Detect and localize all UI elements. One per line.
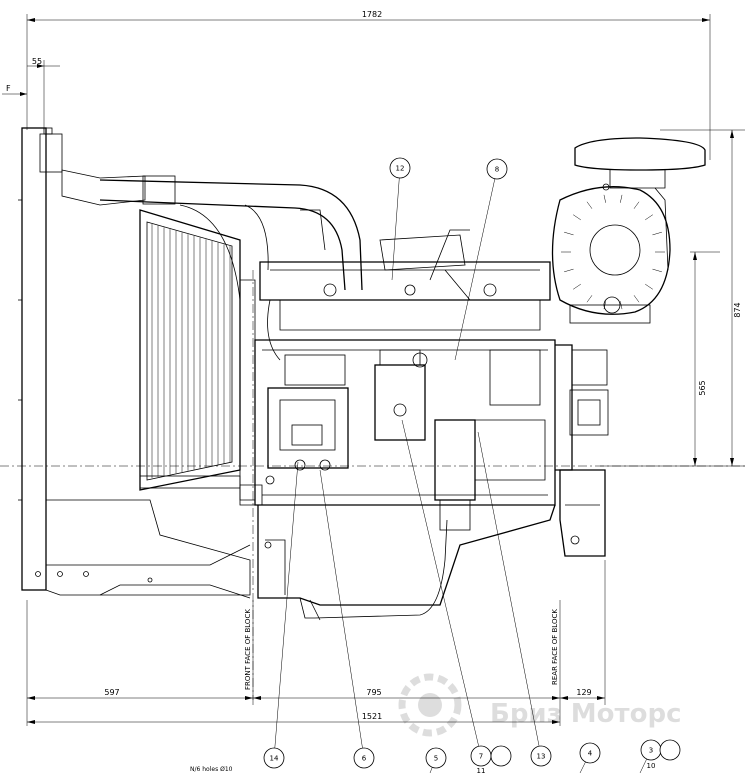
front-face-label: FRONT FACE OF BLOCK	[244, 609, 252, 690]
callout-bubble	[425, 747, 447, 769]
turbo-shield-tick	[603, 301, 606, 310]
fan-datum-text: F	[6, 84, 11, 93]
flywheel-housing	[555, 344, 609, 557]
callout-label: 4	[588, 750, 593, 758]
rear-face-label: REAR FACE OF BLOCK	[551, 609, 559, 685]
turbo-shield-tick	[603, 194, 606, 203]
turbo-shield-tick	[564, 268, 574, 273]
callout-label: 3	[649, 747, 653, 755]
callout-leader	[454, 168, 498, 361]
turbo-shield-tick	[633, 201, 640, 209]
callout-leader	[273, 461, 299, 759]
watermark	[398, 673, 462, 737]
callout-3: 3	[639, 739, 662, 773]
crank-height-text: 565	[698, 380, 707, 395]
overall-length-text: 1782	[362, 10, 382, 19]
turbo-shield-tick	[652, 268, 662, 273]
callout-bubble	[659, 739, 681, 761]
turbo-shield-tick	[620, 194, 623, 203]
callout-blank-6	[490, 745, 512, 767]
radiator	[18, 127, 251, 599]
callout-bubble	[490, 745, 512, 767]
dim-bottom: 597 795 129 1521	[26, 560, 606, 726]
callouts: 12 8 14 6 5 7 13 4 3	[263, 157, 681, 773]
callout-leader	[477, 431, 542, 757]
callout-label: 13	[537, 753, 546, 761]
engine-block	[239, 229, 556, 621]
callout-label: 6	[362, 755, 367, 763]
callout-leader	[319, 469, 365, 759]
exhaust-assembly	[551, 137, 706, 324]
block-length-text: 795	[366, 688, 381, 697]
callout-label: 14	[270, 755, 279, 763]
callout-bubble	[530, 745, 552, 767]
callout-label: 8	[495, 166, 499, 174]
callout-label: 12	[396, 165, 405, 173]
callout-bubble	[579, 742, 601, 764]
callout-12: 12	[389, 157, 411, 281]
callout-blank-10	[659, 739, 681, 761]
turbo-shield-tick	[586, 295, 593, 303]
callout-13: 13	[477, 431, 552, 767]
callout-5: 5	[425, 747, 447, 773]
dim-vertical-right: 874 565	[600, 129, 745, 467]
rear-overhang-text: 129	[576, 688, 591, 697]
callout-sub-label-three: 10	[647, 762, 656, 770]
callout-leader	[391, 167, 401, 281]
turbo-shield-tick	[652, 231, 662, 236]
base-length-text: 1521	[362, 712, 382, 721]
callout-bubble	[263, 747, 285, 769]
watermark-text: Бриз Моторс	[490, 699, 682, 729]
mounting-holes-note: N/6 holes Ø10	[190, 766, 233, 773]
callout-leader	[401, 419, 482, 757]
callout-label: 5	[434, 755, 438, 763]
front-overhang-text: 597	[104, 688, 119, 697]
callout-14: 14	[263, 461, 299, 769]
flywheel-height-text: 874	[733, 302, 742, 317]
callout-sub-label-seven: 11	[477, 767, 486, 773]
callout-8: 8	[454, 158, 508, 361]
turbo-shield-tick	[564, 231, 574, 236]
turbo-shield-tick	[645, 283, 653, 290]
turbo-shield-tick	[586, 201, 593, 209]
turbo-shield-tick	[573, 283, 581, 290]
callout-4: 4	[579, 742, 601, 773]
turbo-shield-tick	[645, 214, 653, 221]
callout-6: 6	[319, 469, 375, 769]
callout-bubble	[389, 157, 411, 179]
fan-offset-text: 55	[32, 57, 42, 66]
callout-bubble	[486, 158, 508, 180]
turbo-shield-tick	[633, 295, 640, 303]
dim-overall-length: 1782	[26, 10, 711, 160]
intake-pipes	[99, 175, 363, 301]
callout-label: 7	[479, 753, 483, 761]
callout-bubble	[353, 747, 375, 769]
turbo-shield-tick	[620, 301, 623, 310]
turbo-shield-tick	[573, 214, 581, 221]
callout-7: 7	[401, 419, 492, 767]
dim-fan-offset: 55 F	[2, 57, 60, 130]
fan-guard	[139, 209, 241, 491]
